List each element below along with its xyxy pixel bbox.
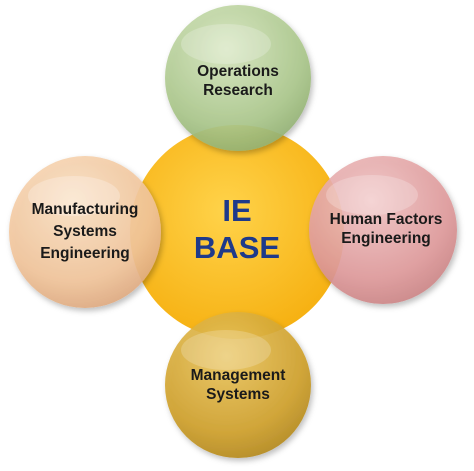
center-label: IE BASE bbox=[177, 180, 297, 280]
node-top-circle bbox=[165, 5, 311, 151]
center-label-line2: BASE bbox=[193, 230, 281, 265]
node-left-line1: Manufacturing bbox=[31, 201, 139, 219]
center-label-line1: IE bbox=[222, 193, 252, 229]
node-left-line2: Systems bbox=[53, 223, 117, 241]
node-top-line1: Operations bbox=[197, 63, 279, 81]
node-top-label: Operations Research bbox=[170, 58, 306, 106]
node-left-label: Manufacturing Systems Engineering bbox=[14, 192, 156, 272]
node-bottom-line2: Systems bbox=[206, 386, 270, 403]
node-right-line2: Engineering bbox=[341, 230, 431, 247]
node-left-circle bbox=[9, 156, 161, 308]
node-right-line1: Human Factors bbox=[329, 211, 443, 229]
node-left-line3: Engineering bbox=[40, 244, 130, 262]
node-bottom-line1: Management bbox=[190, 367, 286, 385]
node-bottom-label: Management Systems bbox=[170, 362, 306, 410]
node-bottom-circle bbox=[165, 312, 311, 458]
center-circle bbox=[130, 125, 344, 339]
node-right-circle bbox=[309, 156, 457, 304]
node-right-label: Human Factors Engineering bbox=[318, 206, 454, 254]
node-top-line2: Research bbox=[203, 82, 273, 99]
